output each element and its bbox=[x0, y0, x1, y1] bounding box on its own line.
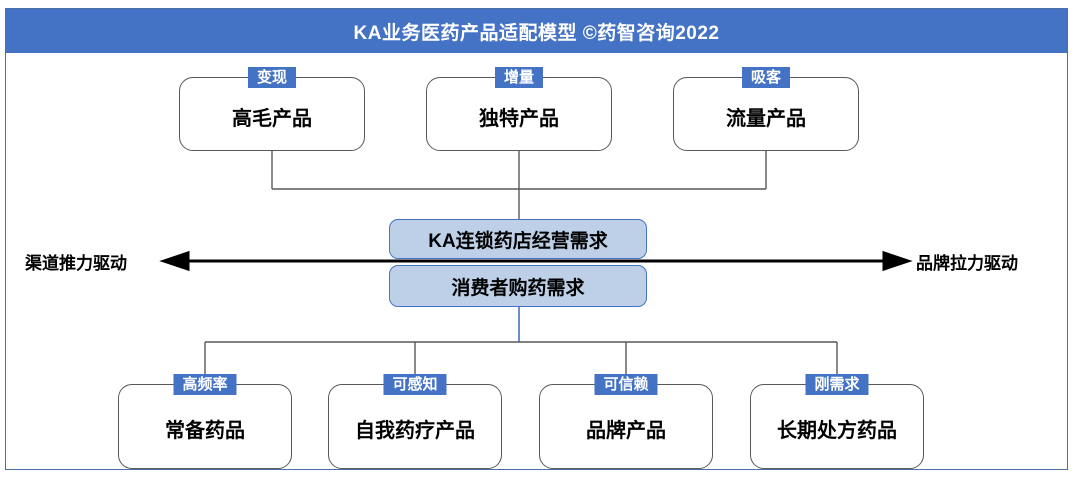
center-node-1-label: 消费者购药需求 bbox=[451, 277, 585, 299]
center-node-0-label: KA连锁药店经营需求 bbox=[428, 230, 608, 252]
center-node-1[interactable]: 消费者购药需求 bbox=[389, 265, 647, 307]
bottom-node-3-badge: 刚需求 bbox=[805, 374, 869, 395]
bottom-node-1-label: 自我药疗产品 bbox=[355, 420, 475, 442]
bottom-node-0-badge: 高频率 bbox=[173, 374, 237, 395]
top-node-0-badge: 变现 bbox=[247, 67, 297, 88]
top-node-2[interactable]: 吸客 流量产品 bbox=[673, 67, 859, 151]
diagram-canvas: 变现 高毛产品 增量 独特产品 吸客 流量产品 KA连锁药店经营需求 消费者购药… bbox=[6, 53, 1067, 469]
top-node-2-badge: 吸客 bbox=[741, 67, 791, 88]
top-node-0[interactable]: 变现 高毛产品 bbox=[179, 67, 365, 151]
diagram-title-bar: KA业务医药产品适配模型 ©药智咨询2022 bbox=[6, 9, 1067, 53]
center-node-0[interactable]: KA连锁药店经营需求 bbox=[389, 219, 647, 259]
axis-label-right: 品牌拉力驱动 bbox=[916, 254, 1018, 273]
bottom-node-0-label: 常备药品 bbox=[165, 420, 245, 442]
bottom-node-2-label: 品牌产品 bbox=[586, 420, 666, 442]
bottom-node-0[interactable]: 高频率 常备药品 bbox=[118, 374, 292, 469]
top-node-1-badge: 增量 bbox=[494, 67, 544, 88]
diagram-frame: KA业务医药产品适配模型 ©药智咨询2022 bbox=[5, 8, 1068, 470]
top-node-1-label: 独特产品 bbox=[479, 107, 559, 130]
page-title: KA业务医药产品适配模型 ©药智咨询2022 bbox=[353, 22, 720, 44]
bottom-node-3[interactable]: 刚需求 长期处方药品 bbox=[750, 374, 924, 469]
bottom-node-1[interactable]: 可感知 自我药疗产品 bbox=[328, 374, 502, 469]
bottom-node-3-label: 长期处方药品 bbox=[777, 420, 897, 442]
top-node-0-label: 高毛产品 bbox=[232, 107, 312, 130]
bottom-node-1-badge: 可感知 bbox=[383, 374, 447, 395]
top-node-1[interactable]: 增量 独特产品 bbox=[426, 67, 612, 151]
bottom-node-2[interactable]: 可信赖 品牌产品 bbox=[539, 374, 713, 469]
bottom-node-2-badge: 可信赖 bbox=[594, 374, 658, 395]
axis-label-left: 渠道推力驱动 bbox=[25, 254, 127, 273]
top-node-2-label: 流量产品 bbox=[726, 107, 806, 130]
